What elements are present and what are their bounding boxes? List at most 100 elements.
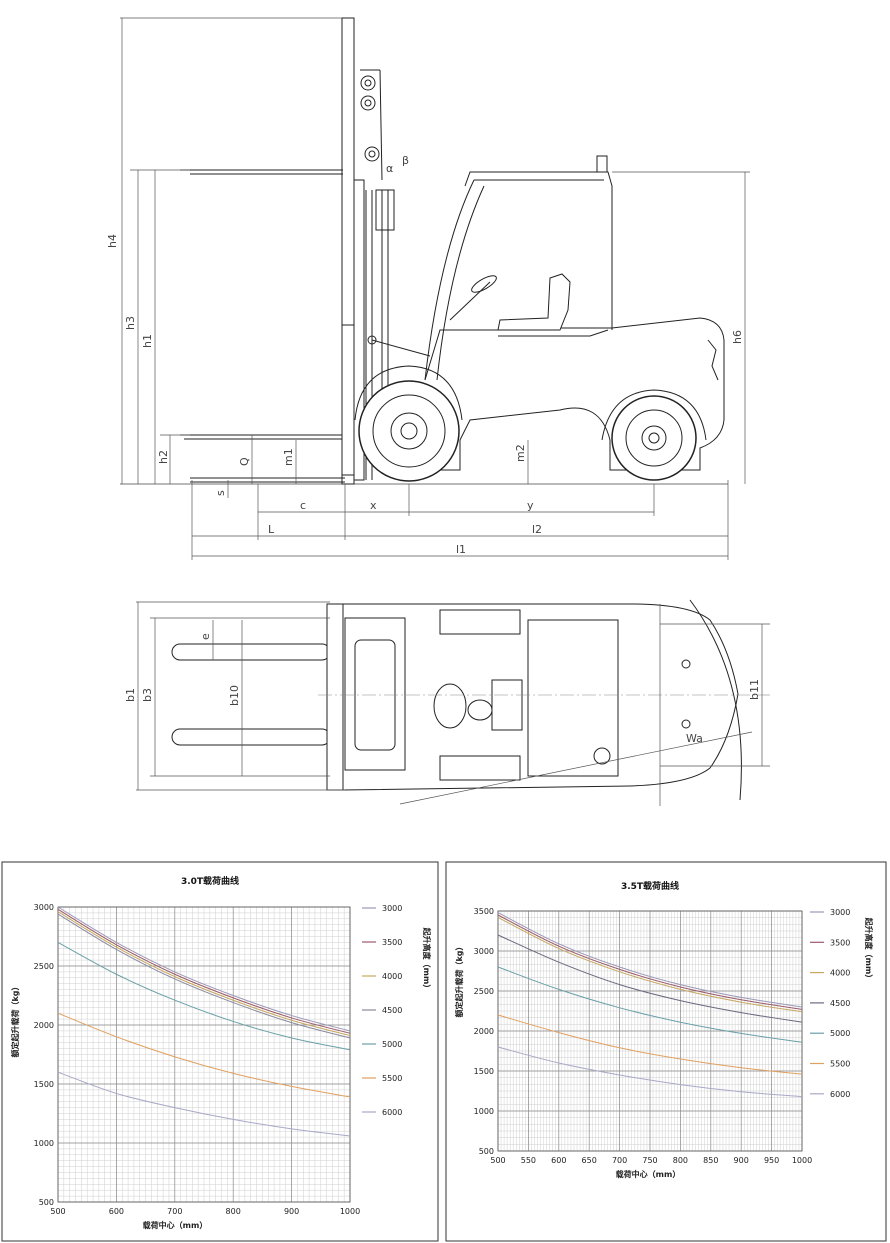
x-tick-label: 800: [673, 1156, 688, 1165]
x-tick-label: 1000: [340, 1207, 360, 1216]
series-line-4000: [497, 916, 803, 1013]
y-axis-label: 额定起升载荷（kg）: [454, 942, 464, 1017]
series-line-5000: [57, 941, 351, 1051]
series-line-4000: [57, 911, 351, 1037]
x-tick-label: 800: [226, 1207, 241, 1216]
dim-label-s: s: [214, 490, 227, 496]
y-tick-label: 2500: [34, 962, 54, 971]
y-tick-label: 500: [479, 1147, 494, 1156]
series-line-3500: [497, 914, 803, 1010]
chart-grid: [57, 906, 351, 1203]
dim-label-q: Q: [238, 457, 251, 466]
dim-label-h6: h6: [731, 330, 744, 344]
legend-entry: 4500: [382, 1006, 402, 1015]
chart-title: 3.5T载荷曲线: [621, 880, 679, 892]
legend-entry: 3500: [382, 938, 402, 947]
forklift-top-view: [136, 599, 770, 806]
dim-label-l1: l1: [456, 543, 466, 556]
series-line-4500: [57, 913, 351, 1039]
legend-entry: 5500: [382, 1074, 402, 1083]
legend-title: 起升高度（mm）: [422, 927, 432, 993]
x-tick-label: 700: [167, 1207, 182, 1216]
dim-label-b10: b10: [228, 685, 241, 706]
x-tick-label: 1000: [792, 1156, 812, 1165]
series-line-3000: [57, 906, 351, 1032]
chart-series: [497, 912, 803, 1098]
x-tick-label: 500: [50, 1207, 65, 1216]
legend-entry: 4500: [830, 999, 850, 1008]
x-tick-label: 700: [612, 1156, 627, 1165]
dim-label-b1: b1: [124, 688, 137, 702]
x-tick-label: 500: [490, 1156, 505, 1165]
dim-label-b11: b11: [748, 679, 761, 700]
x-tick-label: 850: [703, 1156, 718, 1165]
dim-label-x: x: [370, 499, 377, 512]
x-tick-label: 550: [521, 1156, 536, 1165]
series-line-3500: [57, 908, 351, 1034]
x-tick-label: 600: [109, 1207, 124, 1216]
x-axis-label: 载荷中心（mm）: [616, 1169, 681, 1179]
plot-area: [497, 910, 803, 1152]
series-line-5500: [497, 1014, 803, 1075]
legend-title: 起升高度（mm）: [864, 917, 874, 983]
y-tick-label: 500: [39, 1198, 54, 1207]
series-line-6000: [57, 1071, 351, 1137]
top-dimension-labels: b1 b3 b10 e b11 Wa: [124, 633, 761, 745]
x-tick-label: 900: [284, 1207, 299, 1216]
series-line-5500: [57, 1012, 351, 1098]
dim-label-alpha: α: [386, 162, 393, 175]
dim-label-h2: h2: [157, 450, 170, 464]
y-axis-label: 额定起升载荷（kg）: [10, 982, 20, 1057]
y-tick-label: 2000: [474, 1027, 494, 1036]
dim-label-c: c: [300, 499, 306, 512]
x-tick-label: 650: [582, 1156, 597, 1165]
y-tick-label: 2500: [474, 987, 494, 996]
dim-label-e: e: [199, 633, 212, 640]
chart-grid: [497, 910, 803, 1152]
dim-label-beta: β: [402, 154, 409, 167]
dim-label-h4: h4: [106, 234, 119, 248]
legend-entry: 4000: [830, 969, 850, 978]
legend-entry: 5500: [830, 1060, 850, 1069]
chart-title: 3.0T载荷曲线: [181, 875, 239, 887]
dim-label-l2: l2: [532, 523, 542, 536]
dim-label-wa: Wa: [686, 732, 703, 745]
legend-entry: 3500: [830, 938, 850, 947]
dim-label-h1: h1: [141, 334, 154, 348]
legend-entry: 6000: [382, 1108, 402, 1117]
y-tick-label: 3500: [474, 907, 494, 916]
x-tick-label: 600: [551, 1156, 566, 1165]
x-tick-label: 900: [734, 1156, 749, 1165]
y-tick-label: 1000: [474, 1107, 494, 1116]
series-line-6000: [497, 1046, 803, 1098]
chart-series: [57, 906, 351, 1137]
chart-frame: [1, 861, 439, 1242]
legend-entry: 3000: [830, 908, 850, 917]
plot-area: [57, 906, 351, 1203]
legend-entry: 6000: [830, 1090, 850, 1099]
legend-entry: 5000: [382, 1040, 402, 1049]
dim-label-m1: m1: [282, 448, 295, 466]
legend-entry: 5000: [830, 1029, 850, 1038]
dim-label-m2: m2: [514, 444, 527, 462]
x-tick-label: 950: [764, 1156, 779, 1165]
side-dimension-labels: h4 h3 h1 h2 Q m1 m2 h6 s c x y L l2 l1 α…: [106, 154, 744, 556]
legend-entry: 4000: [382, 972, 402, 981]
series-line-5000: [497, 966, 803, 1043]
dim-label-b3: b3: [141, 688, 154, 702]
dim-label-h3: h3: [124, 316, 137, 330]
y-tick-label: 1000: [34, 1139, 54, 1148]
series-line-4500: [497, 934, 803, 1023]
series-line-3000: [497, 912, 803, 1008]
y-tick-label: 3000: [474, 947, 494, 956]
y-tick-label: 3000: [34, 903, 54, 912]
y-tick-label: 1500: [474, 1067, 494, 1076]
dim-label-y: y: [527, 499, 534, 512]
y-tick-label: 2000: [34, 1021, 54, 1030]
